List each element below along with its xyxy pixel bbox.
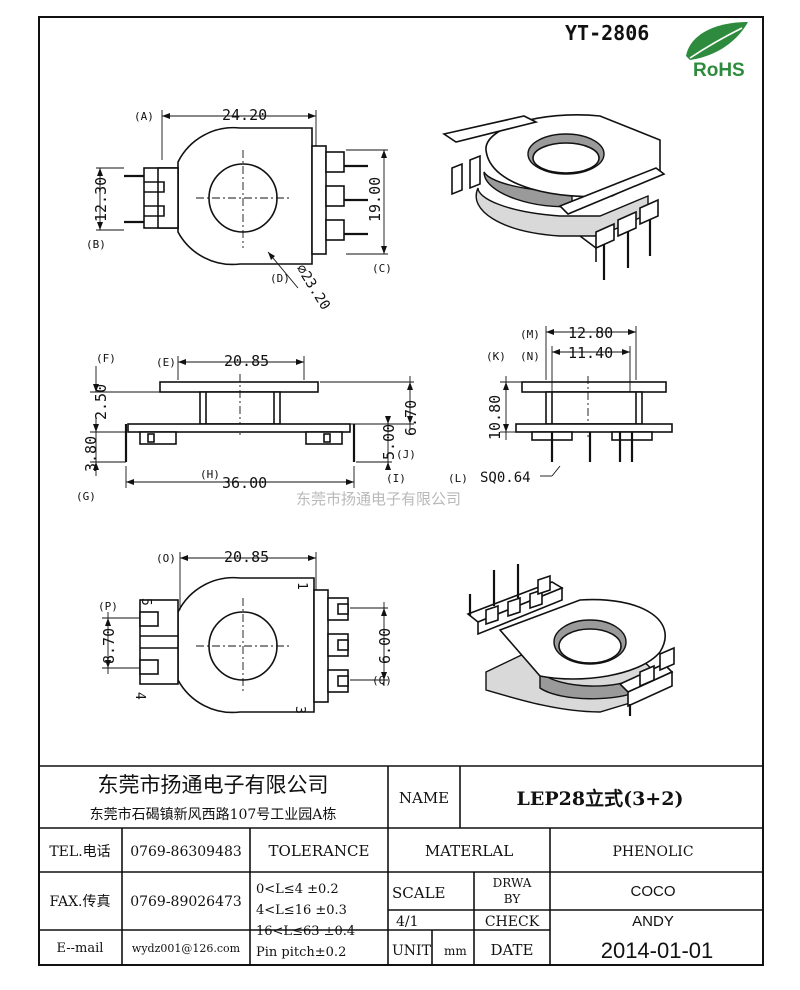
dim-e-value: 20.85 [224, 352, 269, 370]
dim-d-value: ⌀23.20 [293, 262, 333, 313]
pin-number-5: 5 [138, 598, 153, 606]
pin-number-3: 3 [292, 706, 307, 714]
unit-value: mm [444, 944, 467, 958]
top-view: 24.20 (A) 12.30 (B) 19.00 (C) (D) ⌀23.20 [86, 106, 392, 313]
dim-c-value: 19.00 [366, 177, 384, 222]
isometric-view-bottom [466, 564, 675, 716]
dim-g-value: 3.80 [82, 436, 100, 472]
dim-i-label: (I) [386, 472, 406, 485]
title-block: 东莞市扬通电子有限公司 东莞市石碣镇新风西路107号工业园A栋 NAME LEP… [38, 765, 764, 966]
dim-n-label: (N) [520, 350, 540, 363]
tolerance-range-2: 4<L≤16 ±0.3 [256, 903, 347, 918]
dim-e-label: (E) [156, 356, 176, 369]
tolerance-range-1: 0<L≤4 ±0.2 [256, 882, 339, 897]
dim-p-label: (P) [98, 600, 118, 613]
dim-a-value: 24.20 [222, 106, 267, 124]
tel-label: TEL.电话 [49, 844, 110, 860]
pin-number-4: 4 [132, 692, 147, 700]
dim-d-label: (D) [270, 272, 290, 285]
dim-b-label: (B) [86, 238, 106, 251]
dim-h-value: 36.00 [222, 474, 267, 492]
drawn-by-label-1: DRWA [493, 876, 532, 890]
dim-q-label: (Q) [372, 674, 392, 687]
dim-c-label: (C) [372, 262, 392, 275]
email-value: wydz001@126.com [132, 942, 241, 955]
dim-k-value: 10.80 [486, 395, 504, 440]
part-name: LEP28立式(3+2) [517, 787, 684, 810]
dim-k-label: (K) [486, 350, 506, 363]
check-label: CHECK [485, 914, 540, 930]
checked-by-value: ANDY [632, 913, 674, 930]
fax-value: 0769-89026473 [130, 894, 242, 910]
material-label: MATERLAL [425, 842, 513, 860]
end-view: 12.80 (M) 11.40 (N) 10.80 (K) SQ0.64 (L) [448, 324, 673, 486]
dim-p-value: 8.70 [100, 628, 118, 664]
dim-l-value: SQ0.64 [480, 470, 531, 486]
dim-o-value: 20.85 [224, 548, 269, 566]
rohs-logo: RoHS [686, 22, 748, 81]
dim-a-label: (A) [134, 110, 154, 123]
email-label: E--mail [57, 941, 104, 956]
bottom-view: 20.85 (O) 8.70 (P) 6.00 (Q) 1 3 4 5 [98, 548, 394, 714]
dim-j-label: (J) [396, 448, 416, 461]
fax-label: FAX.传真 [49, 894, 110, 910]
dim-m-value: 12.80 [568, 324, 613, 342]
dim-j-value: 6.70 [402, 400, 420, 436]
drawing-frame [38, 16, 764, 966]
dim-m-label: (M) [520, 328, 540, 341]
dim-i-value: 5.00 [380, 424, 398, 460]
tel-value: 0769-86309483 [130, 844, 242, 860]
pin-pitch-tolerance: Pin pitch±0.2 [256, 945, 346, 960]
tolerance-label: TOLERANCE [269, 842, 370, 860]
name-label: NAME [399, 789, 449, 807]
side-view: 20.85 (E) 2.50 (F) 3.80 (G) 36.00 (H) 6.… [76, 352, 420, 503]
dim-q-value: 6.00 [376, 628, 394, 664]
scale-value: 4/1 [396, 914, 419, 930]
unit-label: UNIT [392, 943, 432, 959]
company-address: 东莞市石碣镇新风西路107号工业园A栋 [90, 806, 337, 823]
company-name: 东莞市扬通电子有限公司 [98, 773, 329, 797]
scale-label: SCALE [392, 884, 446, 902]
pin-number-1: 1 [294, 582, 309, 590]
model-number: YT-2806 [565, 21, 649, 45]
dim-l-label: (L) [448, 472, 468, 485]
drawn-by-label-2: BY [504, 892, 522, 906]
watermark: 东莞市扬通电子有限公司 [296, 490, 461, 508]
rohs-text: RoHS [693, 60, 745, 81]
drawn-by-value: COCO [631, 883, 676, 900]
dim-g-label: (G) [76, 490, 96, 503]
isometric-view-top [442, 114, 666, 280]
dim-h-label: (H) [200, 468, 220, 481]
dim-o-label: (O) [156, 552, 176, 565]
dim-f-value: 2.50 [92, 384, 110, 420]
dim-n-value: 11.40 [568, 344, 613, 362]
dim-f-label: (F) [96, 352, 116, 365]
date-value: 2014-01-01 [601, 938, 714, 963]
dim-b-value: 12.30 [92, 177, 110, 222]
date-label: DATE [491, 941, 534, 959]
tolerance-range-3: 16<L≤63 ±0.4 [256, 924, 355, 939]
material-value: PHENOLIC [612, 844, 693, 860]
